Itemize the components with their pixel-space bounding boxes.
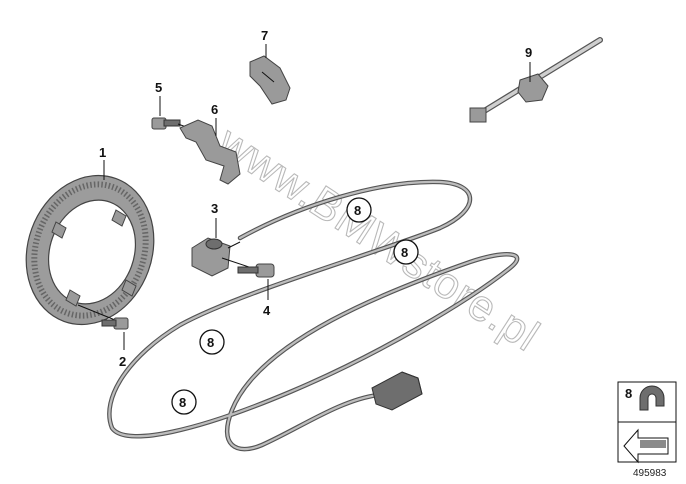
callout-6: 6 — [211, 102, 218, 117]
screw-icon — [151, 117, 201, 133]
circled-callout-8: 8 — [393, 239, 419, 265]
cable-holder-icon — [249, 55, 291, 105]
callouts: 1 2 3 4 5 6 7 9 — [99, 28, 532, 369]
circled-callouts: 8 8 8 8 — [171, 197, 419, 415]
connector-icon — [371, 371, 423, 411]
svg-text:8: 8 — [354, 203, 361, 218]
watermark: www.BMWstore.pl — [209, 117, 548, 361]
sensor-cable — [107, 179, 520, 452]
callout-1: 1 — [99, 145, 106, 160]
circled-callout-8: 8 — [199, 329, 225, 355]
cable-clip-icon — [639, 385, 665, 411]
callout-9: 9 — [525, 45, 532, 60]
doc-id: 495983 — [633, 468, 667, 479]
screw-icon — [77, 304, 129, 330]
legend-arrow-icon — [623, 428, 669, 464]
svg-text:8: 8 — [207, 335, 214, 350]
svg-text:8: 8 — [401, 245, 408, 260]
legend-box: 8 495983 — [617, 381, 677, 479]
cable-tie-icon — [469, 37, 603, 123]
speed-sensor-icon — [191, 237, 241, 277]
callout-4: 4 — [263, 303, 271, 318]
legend-label: 8 — [625, 386, 632, 401]
callout-7: 7 — [261, 28, 268, 43]
callout-2: 2 — [119, 354, 126, 369]
svg-text:8: 8 — [179, 395, 186, 410]
bracket-icon — [179, 119, 241, 185]
abs-sensor-ring-icon — [25, 174, 155, 326]
callout-5: 5 — [155, 80, 162, 95]
circled-callout-8: 8 — [346, 197, 372, 223]
circled-callout-8: 8 — [171, 389, 197, 415]
screw-icon — [221, 257, 275, 278]
callout-3: 3 — [211, 201, 218, 216]
